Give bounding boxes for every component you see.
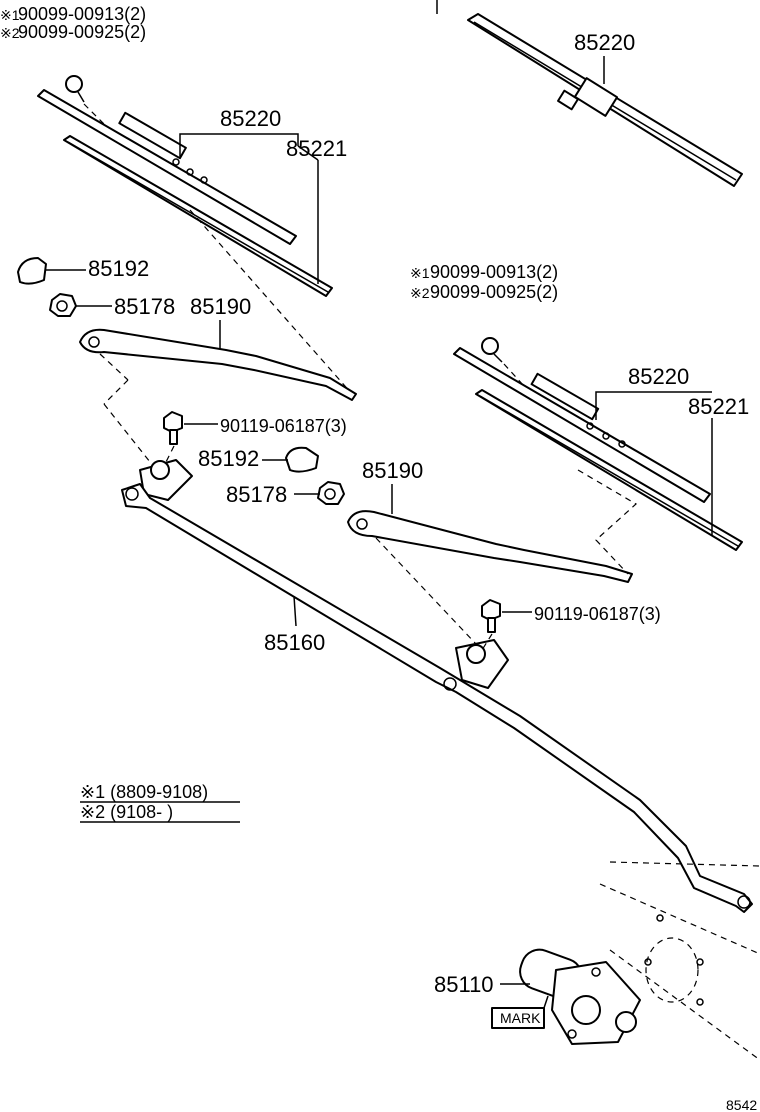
label-mark: MARK [500,1010,541,1026]
label-note-mid-2: 90099-00925(2) [430,282,558,302]
wiper-motor [519,948,641,1045]
wiper-arm-left [79,328,357,401]
label-arm-left: 85190 [190,294,251,319]
pivot-nut-mid [317,481,345,505]
label-note-mid-1: 90099-00913(2) [430,262,558,282]
label-link-rod: 85160 [264,630,325,655]
label-nut-mid: 85178 [226,482,287,507]
wiper-blade-left-frame [37,89,297,245]
legend-line-2: ※2 (9108- ) [80,802,173,822]
label-blade-left-a: 85220 [220,106,281,131]
wiper-blade-left-rubber [63,135,333,297]
bolt-right [481,599,501,633]
wiper-blade-right-rubber [475,389,743,551]
label-blade-right-b: 85221 [688,394,749,419]
screw-top-left [65,75,85,103]
label-blade-right-top: 85220 [574,30,635,55]
label-note-top-2: 90099-00925(2) [18,22,146,42]
note-star-2-mid: ※2 [410,285,430,301]
label-cap-left: 85192 [88,256,149,281]
label-motor: 85110 [434,972,494,997]
pivot-cap-mid [285,446,319,473]
label-arm-right: 85190 [362,458,423,483]
note-star-1-mid: ※1 [410,265,430,281]
wiper-blade-top-right [436,0,743,187]
label-bolt-right: 90119-06187(3) [534,604,661,624]
label-nut-left: 85178 [114,294,175,319]
label-bolt-left: 90119-06187(3) [220,416,347,436]
mark-tag: MARK [491,995,549,1029]
note-star-1-top: ※1 [0,7,20,23]
bolt-left [163,411,183,445]
label-cap-mid: 85192 [198,446,259,471]
screw-right [481,337,503,363]
note-star-2-top: ※2 [0,25,20,41]
label-blade-right-a: 85220 [628,364,689,389]
label-blade-left-b: 85221 [286,136,347,161]
wiper-blade-right-frame [453,347,711,503]
label-corner-code: 8542 [726,1097,757,1112]
label-note-top-1: 90099-00913(2) [18,4,146,24]
link-rod [121,483,753,913]
pivot-bracket-right [455,639,509,689]
pivot-nut-left [49,293,77,317]
legend-line-1: ※1 (8809-9108) [80,782,208,802]
pivot-cap-left [17,257,47,285]
wiper-arm-right [347,510,633,583]
body-panel-outline [599,861,760,1061]
